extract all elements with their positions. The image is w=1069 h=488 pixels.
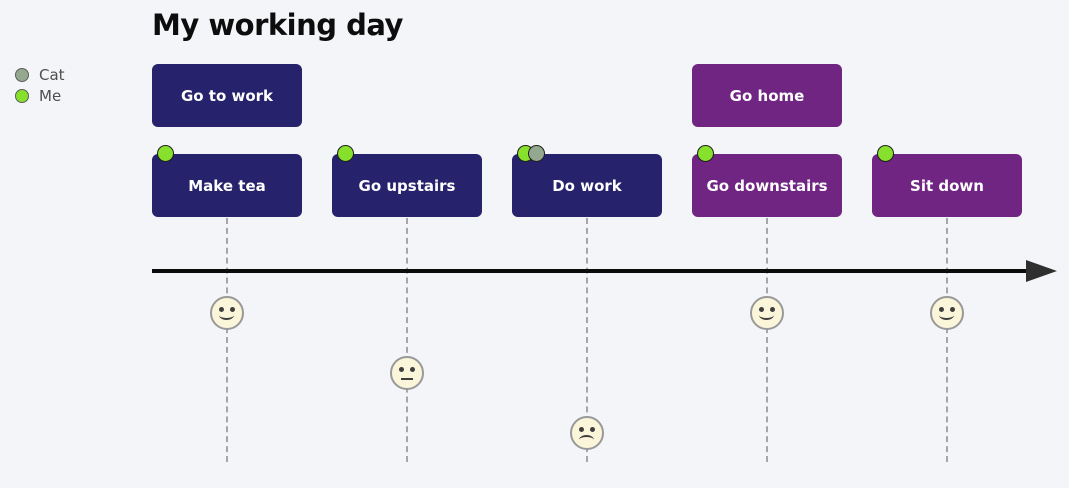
task-box-go-home: Go home bbox=[692, 64, 842, 127]
timeline-arrowhead-icon bbox=[1026, 260, 1057, 282]
task-label: Sit down bbox=[910, 176, 984, 195]
task-label: Make tea bbox=[188, 176, 266, 195]
me-marker-icon bbox=[157, 145, 174, 162]
me-marker-icon bbox=[15, 88, 29, 103]
me-marker-icon bbox=[337, 145, 354, 162]
face-eye bbox=[950, 307, 955, 312]
cat-marker-icon bbox=[528, 145, 545, 162]
face-eye bbox=[939, 307, 944, 312]
cat-marker-icon bbox=[15, 67, 29, 82]
sad-face-icon bbox=[570, 416, 604, 450]
task-box-do-work: Do work bbox=[512, 145, 662, 217]
legend-item-me: Me bbox=[15, 85, 65, 106]
face-eye bbox=[770, 307, 775, 312]
dropline bbox=[406, 218, 408, 462]
neutral-face-icon bbox=[390, 356, 424, 390]
task-label: Go to work bbox=[180, 86, 274, 105]
face-eye bbox=[579, 427, 584, 432]
task-box-go-to-work: Go to work bbox=[152, 64, 302, 127]
happy-face-icon bbox=[930, 296, 964, 330]
page-title: My working day bbox=[152, 8, 403, 42]
dropline bbox=[946, 218, 948, 462]
legend-label-cat: Cat bbox=[39, 65, 65, 84]
happy-face-icon bbox=[210, 296, 244, 330]
face-mouth bbox=[579, 435, 594, 445]
face-eye bbox=[219, 307, 224, 312]
face-eye bbox=[590, 427, 595, 432]
face-mouth bbox=[219, 310, 234, 320]
legend-label-me: Me bbox=[39, 86, 62, 105]
face-mouth bbox=[401, 378, 413, 380]
me-marker-icon bbox=[877, 145, 894, 162]
happy-face-icon bbox=[750, 296, 784, 330]
task-box-go-downstairs: Go downstairs bbox=[692, 145, 842, 217]
dropline bbox=[586, 218, 588, 462]
face-eye bbox=[759, 307, 764, 312]
task-box-make-tea: Make tea bbox=[152, 145, 302, 217]
task-label: Do work bbox=[552, 176, 622, 195]
face-eye bbox=[399, 367, 404, 372]
task-label: Go upstairs bbox=[358, 176, 456, 195]
face-eye bbox=[230, 307, 235, 312]
task-label: Go downstairs bbox=[706, 176, 828, 195]
face-mouth bbox=[939, 310, 954, 320]
task-box-sit-down: Sit down bbox=[872, 145, 1022, 217]
timeline-axis bbox=[152, 269, 1030, 273]
legend: Cat Me bbox=[15, 64, 65, 106]
legend-item-cat: Cat bbox=[15, 64, 65, 85]
task-box-go-upstairs: Go upstairs bbox=[332, 145, 482, 217]
face-eye bbox=[410, 367, 415, 372]
task-label: Go home bbox=[729, 86, 805, 105]
me-marker-icon bbox=[697, 145, 714, 162]
dropline bbox=[766, 218, 768, 462]
face-mouth bbox=[759, 310, 774, 320]
dropline bbox=[226, 218, 228, 462]
